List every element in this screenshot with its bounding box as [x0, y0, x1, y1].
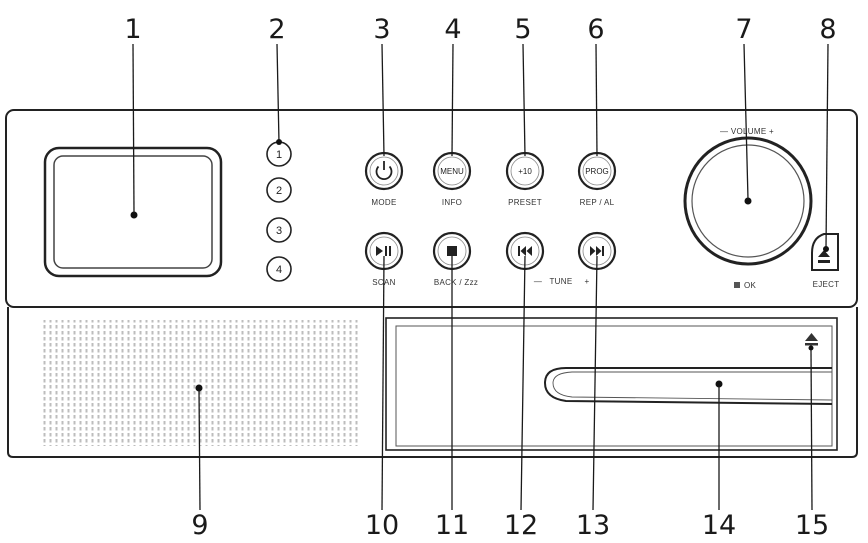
callout-9: 9: [191, 510, 208, 541]
cd-slot: [543, 367, 833, 405]
preset-label: PRESET: [508, 198, 542, 207]
skip-forward-icon: [590, 246, 604, 256]
leader-10: [381, 255, 385, 511]
preset-button-2[interactable]: 2: [266, 177, 292, 203]
callout-2: 2: [268, 14, 285, 45]
leader-15: [810, 349, 813, 511]
callout-8: 8: [819, 14, 836, 45]
leader-6: [595, 43, 598, 157]
back-label: BACK / Zzz: [434, 278, 478, 287]
display-screen-inner: [53, 155, 213, 269]
eject-indicator-marker: [808, 345, 814, 351]
preset-button-4[interactable]: 4: [266, 256, 292, 282]
volume-knob-marker: [744, 197, 752, 205]
leader-12: [520, 255, 526, 511]
preset-2-label: 2: [276, 185, 282, 197]
mode-label: MODE: [371, 198, 396, 207]
preset-button-3[interactable]: 3: [266, 217, 292, 243]
leader-4: [451, 43, 454, 157]
preset-plus10-button[interactable]: +10: [505, 151, 545, 191]
leader-1: [132, 43, 135, 214]
callout-7: 7: [735, 14, 752, 45]
callout-6: 6: [587, 14, 604, 45]
eject-button-marker: [823, 246, 829, 252]
control-panel: [5, 109, 858, 308]
callout-5: 5: [514, 14, 531, 45]
eject-button[interactable]: [811, 233, 839, 271]
leader-2: [276, 43, 280, 144]
tune-minus-sign: —: [534, 277, 542, 286]
prog-rep-al-button[interactable]: PROG: [577, 151, 617, 191]
callout-4: 4: [444, 14, 461, 45]
preset-3-label: 3: [276, 225, 282, 237]
lower-body: [7, 307, 858, 458]
callout-3: 3: [373, 14, 390, 45]
leader-5: [522, 43, 526, 157]
cd-door-inner: [395, 325, 833, 447]
callout-14: 14: [702, 510, 736, 541]
menu-button-text: MENU: [440, 167, 464, 176]
rep-al-label: REP / AL: [580, 198, 615, 207]
callout-11: 11: [435, 510, 469, 541]
play-pause-icon: [376, 246, 391, 256]
callout-1: 1: [124, 14, 141, 45]
leader-3: [381, 43, 385, 157]
tune-plus-sign: +: [585, 277, 590, 286]
preset-1-label: 1: [276, 149, 282, 161]
eject-icon: [818, 250, 830, 263]
callout-15: 15: [795, 510, 829, 541]
leader-9: [198, 389, 201, 511]
speaker-marker: [195, 384, 203, 392]
info-label: INFO: [442, 198, 462, 207]
preset-button-1[interactable]: 1: [266, 141, 292, 167]
cd-slot-marker: [715, 380, 723, 388]
volume-label: — VOLUME +: [720, 127, 774, 136]
stop-icon: [447, 246, 457, 256]
preset-1-marker: [276, 139, 282, 145]
prog-button-text: PROG: [585, 167, 609, 176]
ok-label: OK: [744, 281, 757, 290]
leader-13: [592, 255, 598, 511]
cd-door-outer: [385, 317, 838, 451]
callout-13: 13: [576, 510, 610, 541]
volume-knob[interactable]: [683, 136, 813, 266]
eject-indicator-icon: [805, 333, 818, 346]
skip-back-icon: [518, 246, 532, 256]
leader-lines: [132, 43, 829, 511]
callout-12: 12: [504, 510, 538, 541]
menu-info-button[interactable]: MENU: [432, 151, 472, 191]
preset-4-label: 4: [276, 264, 282, 276]
leader-7: [743, 43, 749, 200]
callout-10: 10: [365, 510, 399, 541]
power-icon: [375, 161, 393, 180]
tune-plus-button[interactable]: [577, 231, 617, 271]
ok-icon: [734, 282, 740, 288]
speaker-grille: [40, 320, 360, 446]
plus10-button-text: +10: [518, 167, 532, 176]
leader-8: [825, 43, 829, 249]
mode-power-button[interactable]: [364, 151, 404, 191]
display-marker: [130, 211, 138, 219]
eject-label: EJECT: [813, 280, 840, 289]
tune-label: TUNE: [550, 277, 573, 286]
